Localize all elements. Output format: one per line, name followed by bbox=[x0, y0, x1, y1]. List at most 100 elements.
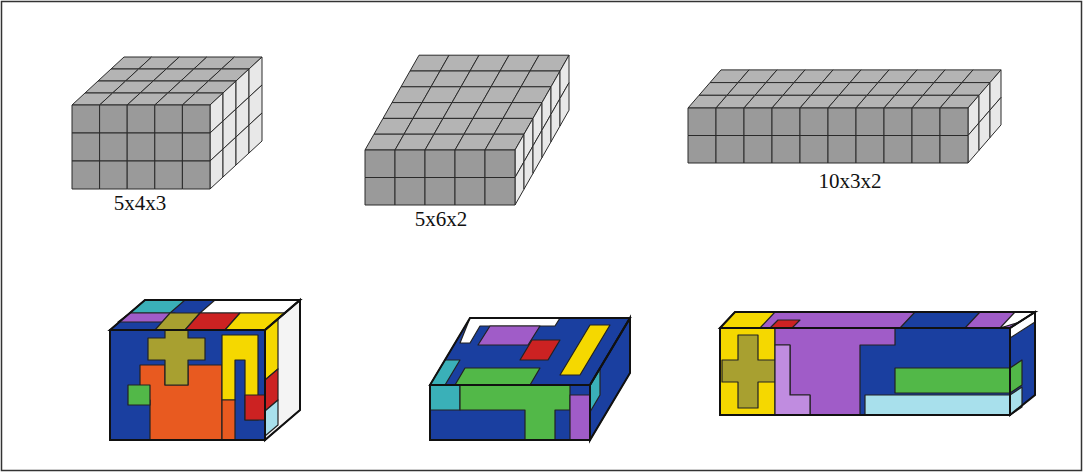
unit-cube-face bbox=[968, 123, 979, 163]
unit-cube-face bbox=[515, 162, 524, 205]
box-outline bbox=[110, 330, 265, 440]
unit-cube-face bbox=[884, 108, 912, 136]
unit-cube-face bbox=[800, 108, 828, 136]
unit-cube-face bbox=[72, 161, 100, 189]
unit-cube-face bbox=[127, 161, 155, 189]
unit-cube-face bbox=[455, 178, 485, 206]
unit-cube-face bbox=[688, 136, 716, 164]
pentomino-piece bbox=[430, 385, 590, 440]
unit-cube-face bbox=[800, 136, 828, 164]
unit-cube-face bbox=[365, 150, 395, 178]
unit-cube-face bbox=[455, 150, 485, 178]
unit-cube-face bbox=[395, 178, 425, 206]
box-outline bbox=[430, 385, 590, 440]
unit-cube-face bbox=[182, 105, 210, 133]
unit-cube-face bbox=[912, 108, 940, 136]
cube-grid bbox=[688, 70, 1001, 163]
unit-cube-face bbox=[395, 150, 425, 178]
unit-cube-face bbox=[551, 99, 560, 142]
unit-cube-face bbox=[940, 108, 968, 136]
pentomino-piece bbox=[865, 395, 1010, 415]
pentomino-piece bbox=[1010, 312, 1035, 415]
unit-cube-face bbox=[155, 161, 183, 189]
unit-cube-face bbox=[182, 161, 210, 189]
unit-cube-face bbox=[72, 105, 100, 133]
unit-cube-face bbox=[979, 110, 990, 150]
unit-cube-face bbox=[542, 114, 551, 157]
unit-cube-face bbox=[772, 108, 800, 136]
pentomino-piece bbox=[460, 385, 570, 440]
pentomino-piece bbox=[720, 328, 775, 415]
unit-cube-face bbox=[155, 105, 183, 133]
unit-cube-face bbox=[772, 136, 800, 164]
unit-cube-face bbox=[688, 108, 716, 136]
unit-cube-face bbox=[716, 108, 744, 136]
pentomino-piece bbox=[430, 360, 460, 385]
unit-cube-face bbox=[884, 136, 912, 164]
pentomino-piece bbox=[110, 330, 265, 440]
pentomino-piece bbox=[128, 385, 150, 405]
pentomino-piece bbox=[570, 395, 590, 440]
box-outline bbox=[430, 318, 630, 385]
dimension-label: 5x6x2 bbox=[415, 207, 468, 231]
unit-cube-face bbox=[100, 161, 128, 189]
pentomino-piece bbox=[148, 330, 205, 385]
box-outline bbox=[720, 328, 1010, 415]
pentomino-piece bbox=[775, 345, 810, 415]
unit-cube-face bbox=[912, 136, 940, 164]
unit-cube-face bbox=[990, 97, 1001, 137]
unit-cube-face bbox=[744, 108, 772, 136]
unit-cube-face bbox=[249, 113, 262, 153]
pentomino-piece bbox=[720, 312, 1035, 328]
pentomino-piece bbox=[200, 300, 300, 313]
pentomino-piece bbox=[720, 328, 1010, 415]
pentomino-piece bbox=[455, 368, 540, 385]
box-outline bbox=[1010, 312, 1035, 415]
unit-cube-face bbox=[856, 136, 884, 164]
unit-cube-face bbox=[560, 83, 569, 126]
pentomino-piece bbox=[722, 335, 775, 408]
unit-cube-face bbox=[72, 133, 100, 161]
box-outline bbox=[590, 318, 630, 440]
unit-cube-face bbox=[100, 133, 128, 161]
cube-grids bbox=[72, 55, 1001, 205]
pentomino-piece bbox=[430, 385, 460, 410]
pentomino-piece bbox=[895, 368, 1010, 393]
solved-boxes bbox=[110, 300, 1035, 440]
box-outline bbox=[720, 312, 1035, 328]
cube-grid bbox=[365, 55, 569, 205]
unit-cube-face bbox=[828, 136, 856, 164]
pentomino-piece bbox=[770, 320, 800, 328]
unit-cube-face bbox=[940, 136, 968, 164]
unit-cube-face bbox=[533, 130, 542, 173]
unit-cube-face bbox=[155, 133, 183, 161]
pentomino-piece bbox=[520, 340, 560, 360]
dimension-label: 5x4x3 bbox=[114, 191, 167, 215]
unit-cube-face bbox=[127, 105, 155, 133]
unit-cube-face bbox=[425, 150, 455, 178]
unit-cube-face bbox=[182, 133, 210, 161]
unit-cube-face bbox=[210, 149, 223, 189]
unit-cube-face bbox=[236, 125, 249, 165]
unit-cube-face bbox=[524, 146, 533, 189]
unit-cube-face bbox=[485, 178, 515, 206]
pentomino-piece bbox=[222, 400, 235, 440]
unit-cube-face bbox=[127, 133, 155, 161]
unit-cube-face bbox=[485, 150, 515, 178]
unit-cube-face bbox=[425, 178, 455, 206]
pentomino-piece bbox=[560, 325, 610, 375]
pentomino-piece bbox=[245, 395, 265, 420]
unit-cube-face bbox=[365, 178, 395, 206]
box-outline bbox=[265, 300, 300, 440]
pentomino-piece bbox=[590, 368, 600, 412]
unit-cube-face bbox=[716, 136, 744, 164]
unit-cube-face bbox=[744, 136, 772, 164]
unit-cube-face bbox=[856, 108, 884, 136]
unit-cube-face bbox=[223, 137, 236, 177]
pentomino-piece bbox=[900, 312, 980, 328]
unit-cube-face bbox=[828, 108, 856, 136]
dimension-label: 10x3x2 bbox=[819, 169, 882, 193]
